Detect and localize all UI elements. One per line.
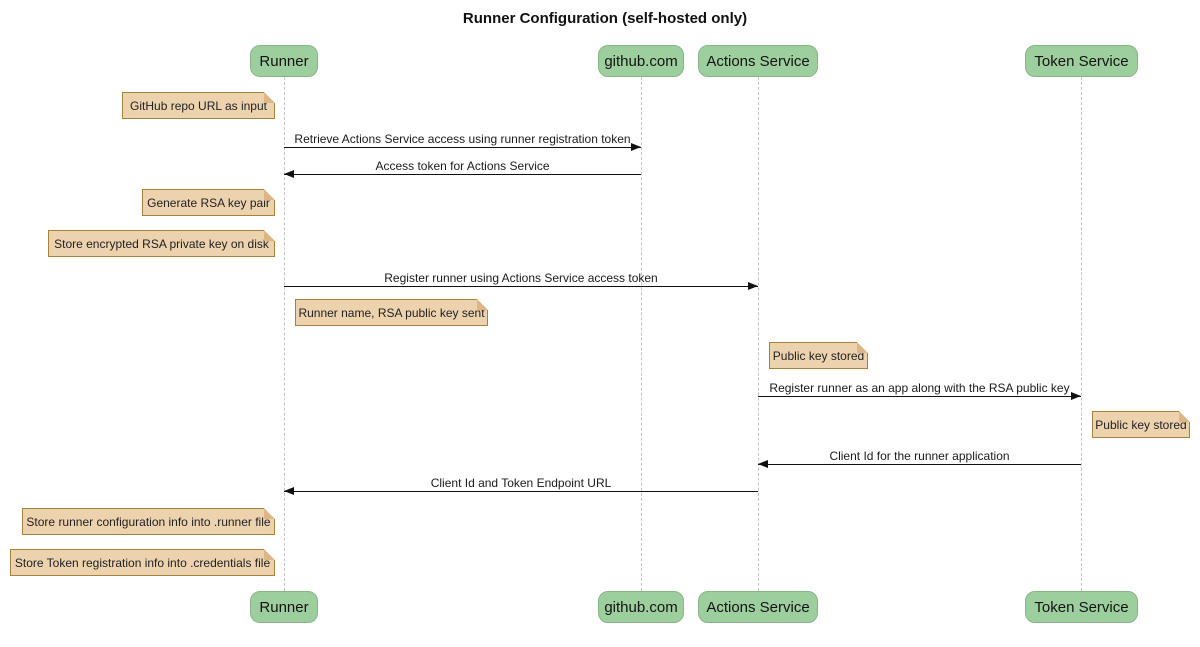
arrowhead-left-icon (758, 460, 768, 468)
actor-github-bottom: github.com (598, 591, 684, 623)
note-public-key-token: Public key stored (1092, 411, 1190, 438)
lifeline-token-service (1081, 77, 1082, 591)
note-store-private-key: Store encrypted RSA private key on disk (48, 230, 275, 257)
note-text: Store encrypted RSA private key on disk (54, 236, 269, 251)
message-line (284, 491, 758, 492)
actor-token-service-top: Token Service (1025, 45, 1138, 77)
actor-label: Runner (259, 52, 309, 70)
arrowhead-right-icon (631, 143, 641, 151)
actor-runner-top: Runner (250, 45, 318, 77)
note-generate-rsa: Generate RSA key pair (142, 189, 275, 216)
message-label-client-id-endpoint: Client Id and Token Endpoint URL (430, 476, 612, 490)
message-label-register-runner: Register runner using Actions Service ac… (384, 271, 658, 285)
actor-label: github.com (604, 52, 678, 70)
message-line (758, 396, 1081, 397)
arrowhead-left-icon (284, 170, 294, 178)
actor-actions-service-top: Actions Service (698, 45, 818, 77)
lifeline-github (641, 77, 642, 591)
message-line (284, 147, 641, 148)
lifeline-runner (284, 77, 285, 591)
actor-label: github.com (604, 598, 678, 616)
arrowhead-right-icon (1071, 392, 1081, 400)
message-line (284, 174, 641, 175)
actor-label: Actions Service (706, 52, 810, 70)
diagram-title: Runner Configuration (self-hosted only) (462, 10, 748, 27)
note-store-runner-file: Store runner configuration info into .ru… (22, 508, 275, 535)
note-github-repo-url: GitHub repo URL as input (122, 92, 275, 119)
note-store-credentials: Store Token registration info into .cred… (10, 549, 275, 576)
message-line (758, 464, 1081, 465)
message-line (284, 286, 758, 287)
actor-label: Token Service (1034, 52, 1129, 70)
note-text: Store Token registration info into .cred… (14, 555, 271, 570)
actor-github-top: github.com (598, 45, 684, 77)
note-text: Runner name, RSA public key sent (298, 305, 485, 320)
arrowhead-left-icon (284, 487, 294, 495)
note-text: Generate RSA key pair (147, 195, 270, 210)
note-public-key-actions: Public key stored (769, 342, 868, 369)
actor-runner-bottom: Runner (250, 591, 318, 623)
note-text: Store runner configuration info into .ru… (26, 514, 271, 529)
note-text: Public key stored (1095, 417, 1187, 432)
actor-label: Token Service (1034, 598, 1129, 616)
arrowhead-right-icon (748, 282, 758, 290)
note-runner-name-sent: Runner name, RSA public key sent (295, 299, 488, 326)
message-label-register-app: Register runner as an app along with the… (769, 381, 1070, 395)
note-text: GitHub repo URL as input (130, 98, 267, 113)
lifeline-actions-service (758, 77, 759, 591)
actor-label: Actions Service (706, 598, 810, 616)
message-label-access-token: Access token for Actions Service (375, 159, 550, 173)
actor-actions-service-bottom: Actions Service (698, 591, 818, 623)
message-label-retrieve-access: Retrieve Actions Service access using ru… (294, 132, 631, 146)
note-text: Public key stored (772, 348, 865, 363)
message-label-client-id: Client Id for the runner application (829, 449, 1010, 463)
actor-token-service-bottom: Token Service (1025, 591, 1138, 623)
actor-label: Runner (259, 598, 309, 616)
